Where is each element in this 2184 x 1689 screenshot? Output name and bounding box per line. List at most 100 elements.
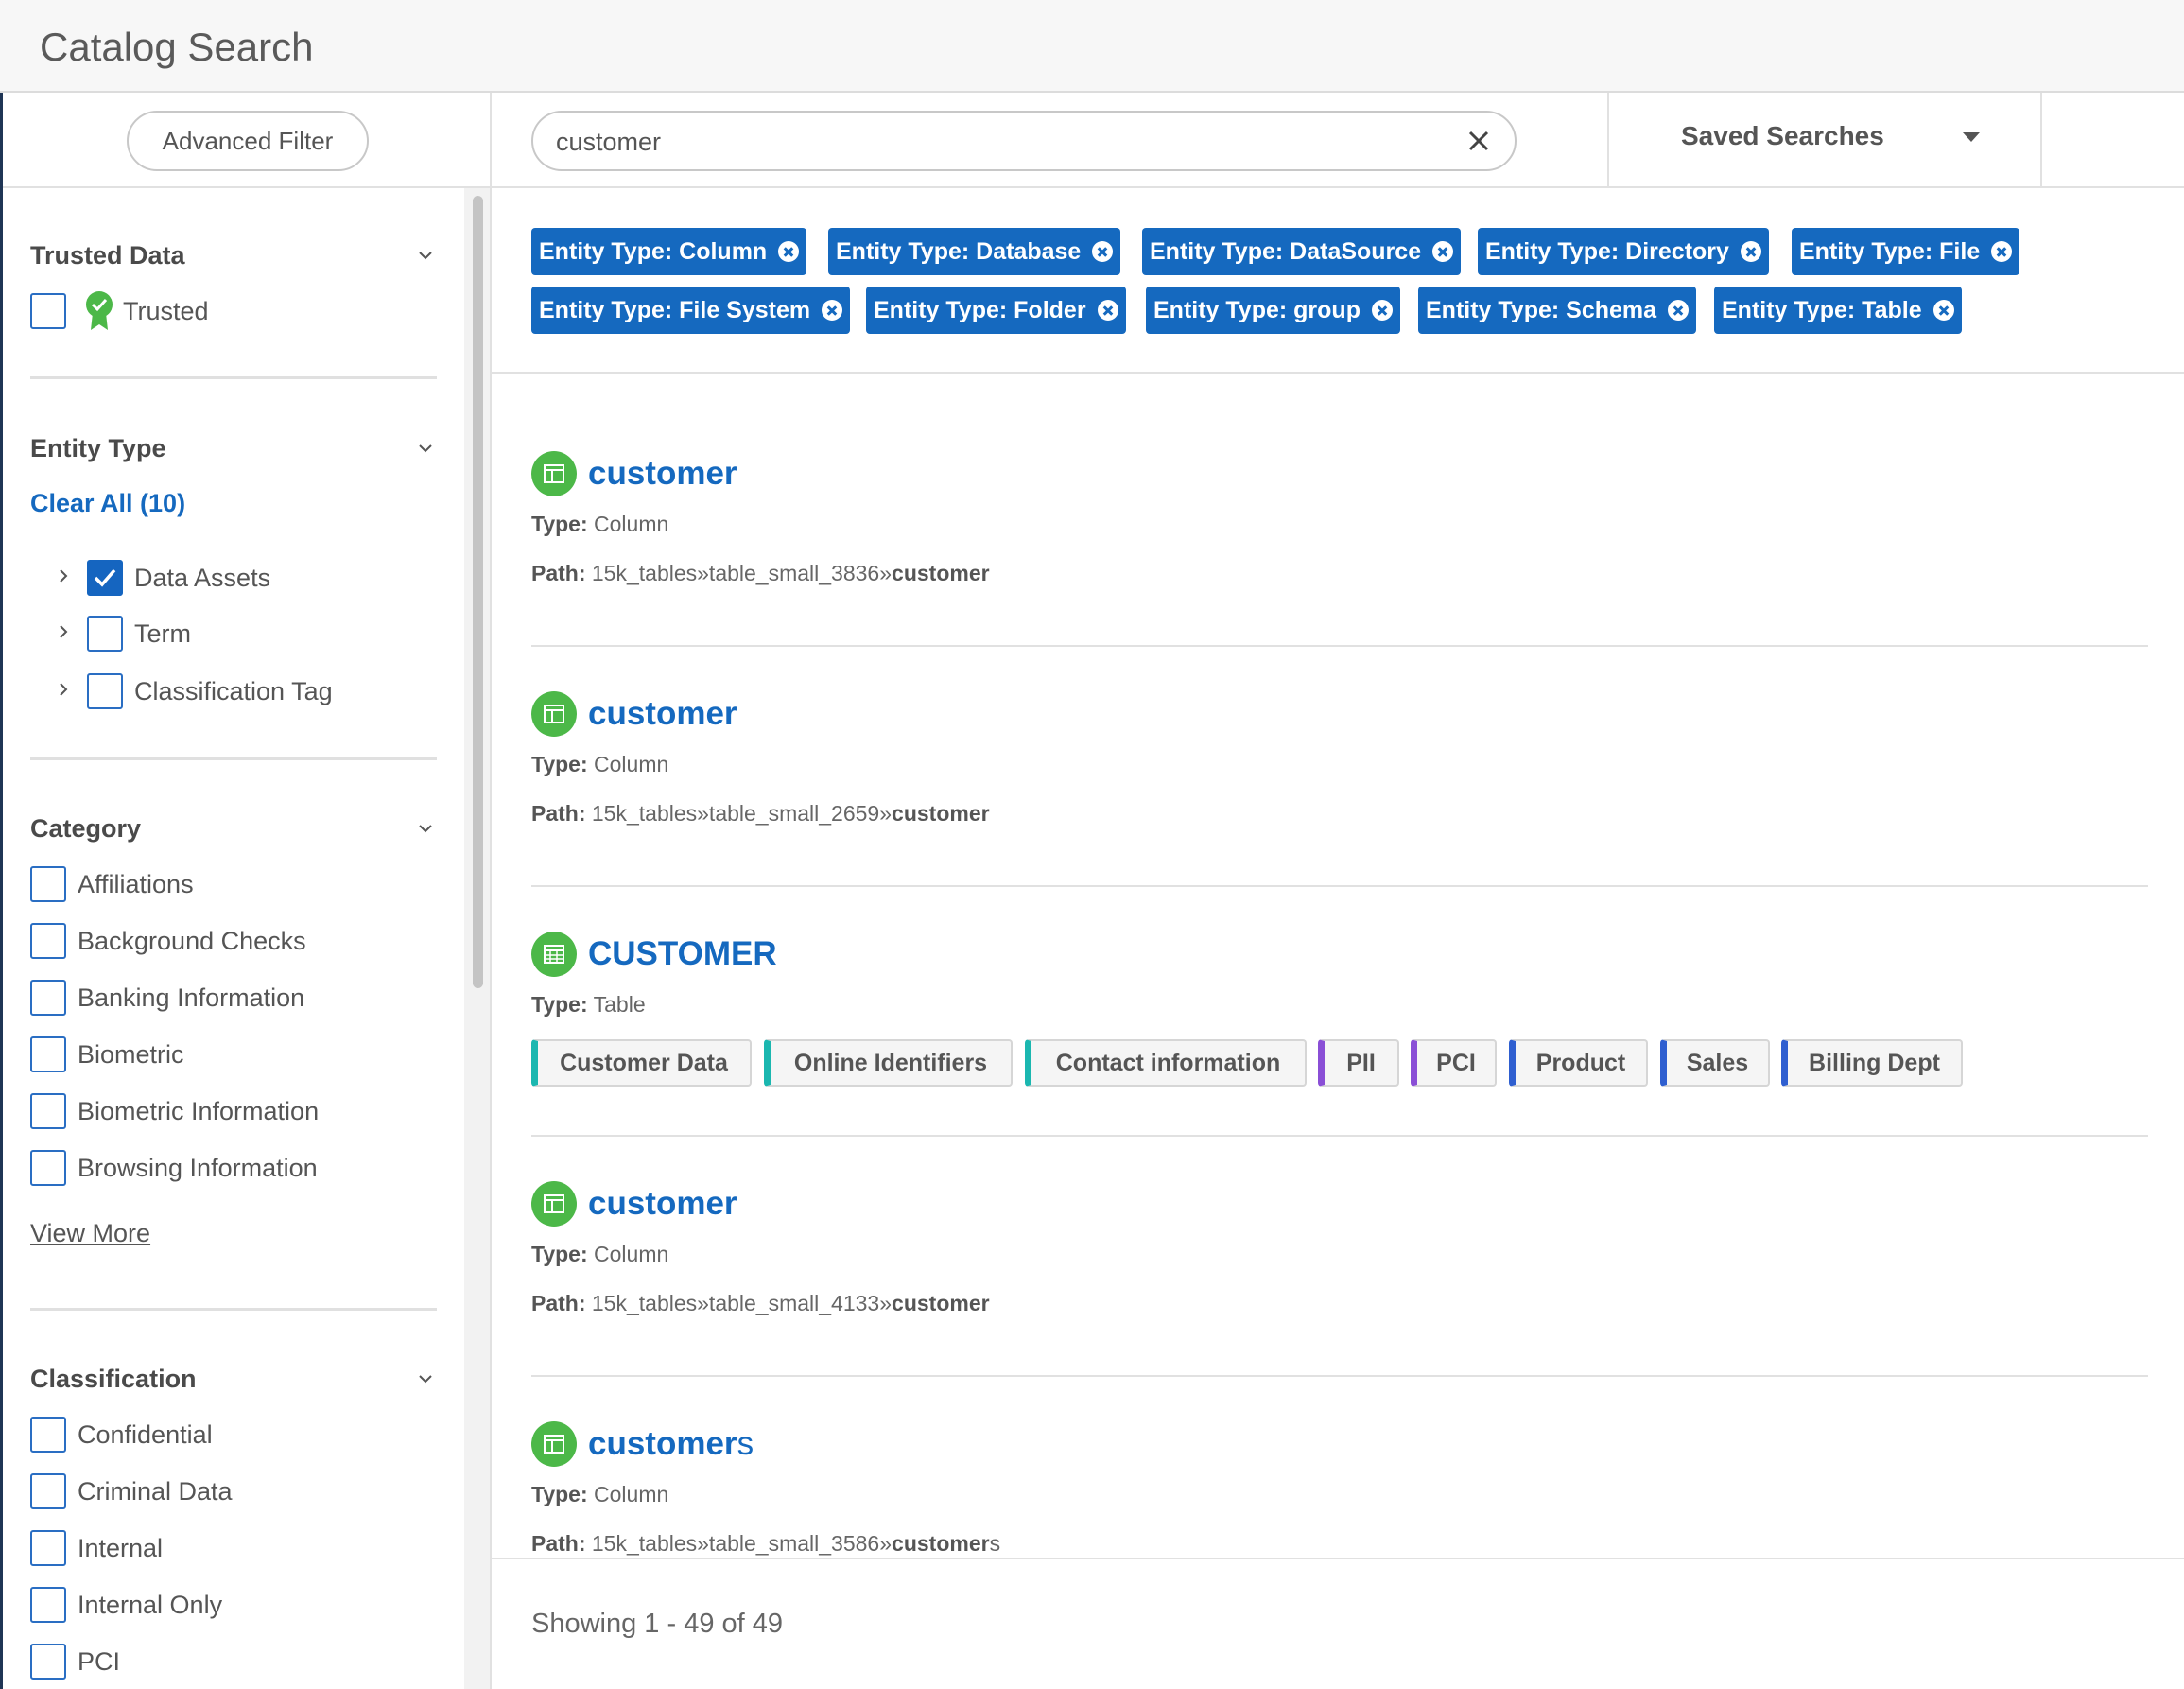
search-field[interactable] — [531, 111, 1517, 171]
category-item-label: Banking Information — [78, 984, 305, 1012]
remove-filter-icon[interactable] — [778, 241, 800, 262]
tag-badge[interactable]: Online Identifiers — [764, 1039, 1013, 1087]
classification-checkbox[interactable] — [30, 1473, 66, 1509]
classification-checkbox[interactable] — [30, 1417, 66, 1453]
category-item-label: Biometric — [78, 1040, 184, 1069]
tag-badge[interactable]: Sales — [1660, 1039, 1770, 1087]
filter-chip[interactable]: Entity Type: group — [1146, 287, 1400, 334]
view-more-link[interactable]: View More — [30, 1219, 151, 1247]
search-input[interactable] — [554, 122, 1409, 162]
chevron-right-icon[interactable] — [55, 681, 72, 698]
tag-badge[interactable]: Product — [1509, 1039, 1648, 1087]
toolbar-spacer — [2042, 93, 2184, 188]
filter-chip[interactable]: Entity Type: Column — [531, 228, 807, 275]
filter-chip[interactable]: Entity Type: Database — [828, 228, 1121, 275]
remove-filter-icon[interactable] — [1097, 300, 1118, 321]
category-item-label: Browsing Information — [78, 1154, 318, 1182]
filter-chip[interactable]: Entity Type: Folder — [866, 287, 1126, 334]
path-suffix: s — [989, 1531, 1001, 1556]
classification-item-label: Criminal Data — [78, 1477, 233, 1506]
entity-item-label: Data Assets — [134, 564, 271, 592]
section-divider — [30, 376, 437, 379]
remove-filter-icon[interactable] — [1933, 300, 1954, 321]
filter-chip-label: Entity Type: Schema — [1426, 296, 1657, 323]
chevron-right-icon[interactable] — [55, 567, 72, 584]
result-path: Path: 15k_tables»table_small_2659»custom… — [531, 801, 990, 827]
filter-chip[interactable]: Entity Type: Directory — [1478, 228, 1769, 275]
advanced-filter-button[interactable]: Advanced Filter — [127, 111, 369, 171]
category-checkbox[interactable] — [30, 866, 66, 902]
scrollbar-thumb[interactable] — [473, 196, 483, 988]
result-title-link[interactable]: customers — [588, 1421, 754, 1467]
result-divider — [531, 1135, 2148, 1137]
remove-filter-icon[interactable] — [1991, 241, 2013, 262]
chevron-down-icon[interactable] — [415, 818, 436, 839]
type-label: Type: — [531, 992, 588, 1017]
path-label: Path: — [531, 801, 586, 826]
category-checkbox[interactable] — [30, 1036, 66, 1072]
clear-all-link[interactable]: Clear All (10) — [30, 489, 186, 517]
search-bar — [492, 93, 1607, 188]
category-checkbox[interactable] — [30, 1093, 66, 1129]
classification-item-label: Internal Only — [78, 1591, 223, 1619]
entity-data-assets-checkbox[interactable] — [87, 560, 123, 596]
filter-chip[interactable]: Entity Type: DataSource — [1142, 228, 1462, 275]
chevron-down-icon[interactable] — [415, 438, 436, 459]
path-label: Path: — [531, 1531, 586, 1556]
caret-down-icon — [1963, 132, 1980, 142]
result-name: customer — [588, 455, 737, 492]
saved-searches-dropdown[interactable]: Saved Searches — [1607, 93, 2042, 188]
classification-checkbox[interactable] — [30, 1644, 66, 1680]
classification-item-label: Confidential — [78, 1420, 213, 1449]
classification-item-label: PCI — [78, 1647, 121, 1676]
entity-term-checkbox[interactable] — [87, 616, 123, 652]
section-divider — [30, 757, 437, 760]
entity-classification-tag-checkbox[interactable] — [87, 673, 123, 709]
remove-filter-icon[interactable] — [822, 300, 843, 321]
remove-filter-icon[interactable] — [1432, 241, 1454, 262]
remove-filter-icon[interactable] — [1371, 300, 1393, 321]
tag-badge[interactable]: PII — [1318, 1039, 1399, 1087]
chevron-right-icon[interactable] — [55, 623, 72, 640]
result-name: customer — [588, 1425, 737, 1462]
column-icon — [531, 1181, 577, 1227]
entity-item-label: Classification Tag — [134, 677, 333, 705]
filter-chip[interactable]: Entity Type: Schema — [1418, 287, 1697, 334]
tag-badge[interactable]: Contact information — [1025, 1039, 1307, 1087]
tag-badge[interactable]: Billing Dept — [1781, 1039, 1963, 1087]
results-footer: Showing 1 - 49 of 49 — [492, 1558, 2184, 1689]
result-title-link[interactable]: CUSTOMER — [588, 932, 777, 977]
chevron-down-icon[interactable] — [415, 245, 436, 266]
trusted-checkbox[interactable] — [30, 293, 66, 329]
category-checkbox[interactable] — [30, 1150, 66, 1186]
filter-chip[interactable]: Entity Type: File — [1792, 228, 2020, 275]
filter-chip[interactable]: Entity Type: File System — [531, 287, 851, 334]
search-results: customer Type: Column Path: 15k_tables»t… — [492, 374, 2184, 1558]
filter-chip-label: Entity Type: Directory — [1485, 237, 1729, 265]
remove-filter-icon[interactable] — [1092, 241, 1114, 262]
result-type: Type: Table — [531, 992, 646, 1018]
filter-chip[interactable]: Entity Type: Table — [1714, 287, 1962, 334]
type-label: Type: — [531, 1482, 588, 1506]
sidebar-scrollbar[interactable] — [464, 188, 492, 1689]
category-checkbox[interactable] — [30, 980, 66, 1016]
result-divider — [531, 1375, 2148, 1377]
type-label: Type: — [531, 752, 588, 776]
filter-chip-label: Entity Type: File — [1799, 237, 1981, 265]
path-prefix: 15k_tables»table_small_3836» — [591, 561, 893, 585]
left-edge-strip — [0, 93, 3, 1689]
tag-badge[interactable]: Customer Data — [531, 1039, 752, 1087]
category-checkbox[interactable] — [30, 923, 66, 959]
chevron-down-icon[interactable] — [415, 1368, 436, 1389]
column-icon — [531, 1421, 577, 1467]
result-title-link[interactable]: customer — [588, 691, 737, 737]
classification-checkbox[interactable] — [30, 1587, 66, 1623]
result-title-link[interactable]: customer — [588, 1181, 737, 1227]
classification-checkbox[interactable] — [30, 1530, 66, 1566]
tag-badge[interactable]: PCI — [1411, 1039, 1497, 1087]
remove-filter-icon[interactable] — [1668, 300, 1690, 321]
result-title-link[interactable]: customer — [588, 451, 737, 496]
remove-filter-icon[interactable] — [1740, 241, 1761, 262]
close-icon[interactable] — [1465, 128, 1492, 154]
type-label: Type: — [531, 1242, 588, 1266]
